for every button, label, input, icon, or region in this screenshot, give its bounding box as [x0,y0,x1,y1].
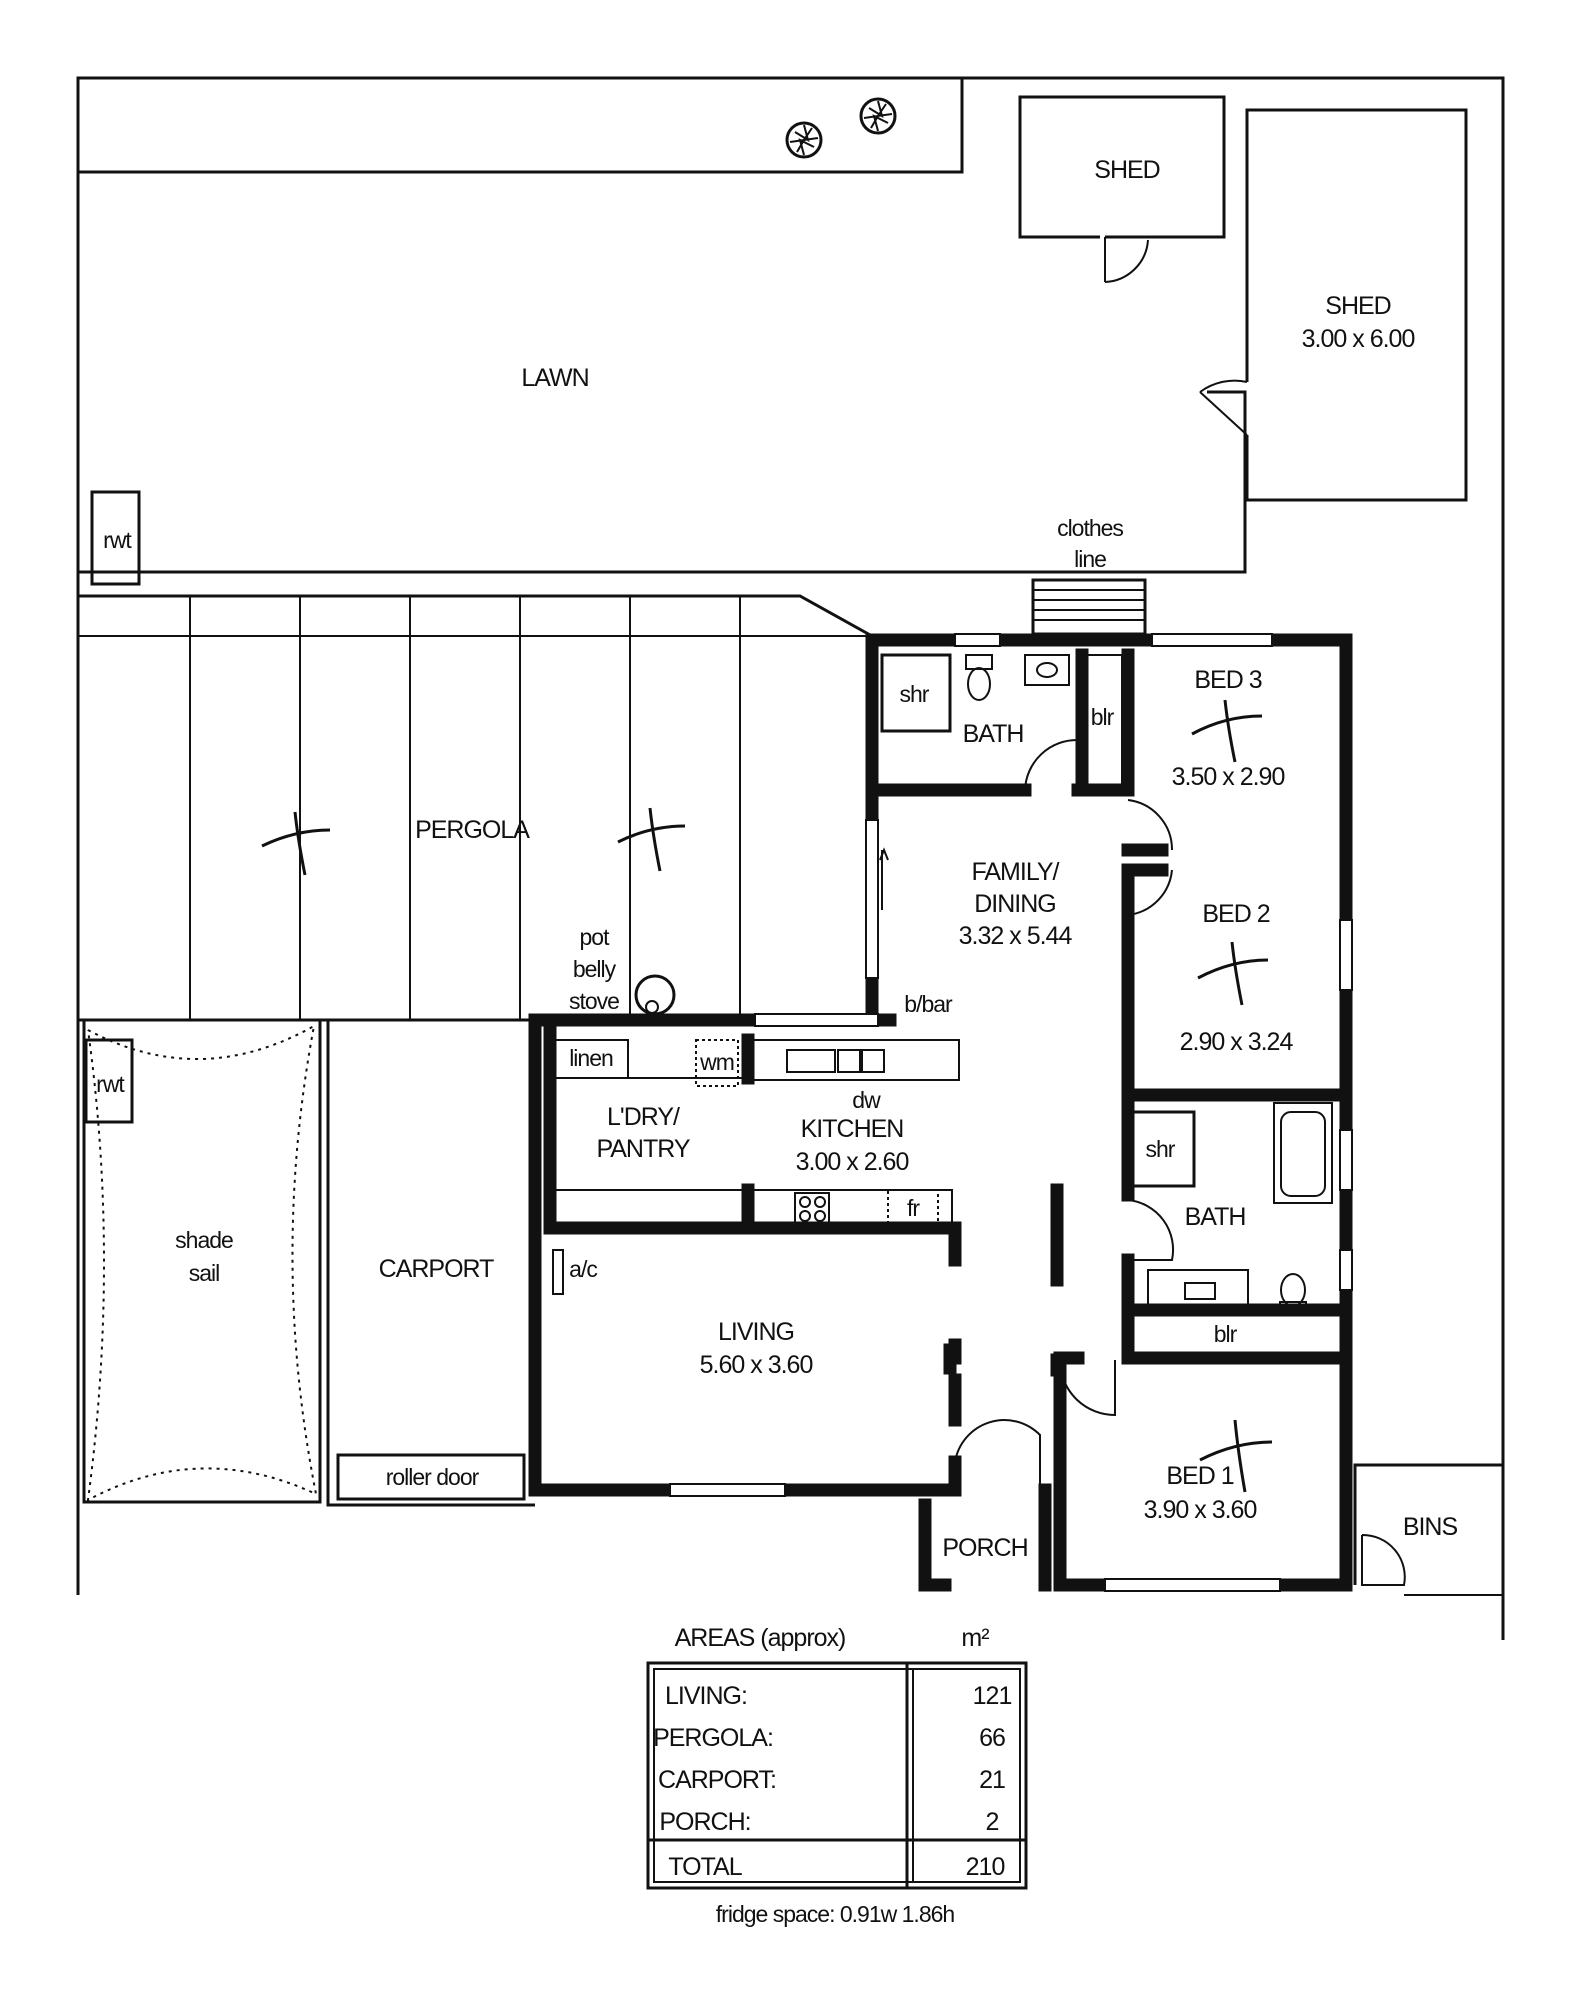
areas-table: AREAS (approx) m² LIVING: 121 PERGOLA: 6… [646,1624,1028,1927]
garden-bed [78,78,964,174]
bed1-label: BED 1 [1166,1462,1233,1490]
ceiling-fan-icon [617,807,686,872]
bath-top-label: BATH [963,720,1024,748]
areas-heading: AREAS (approx) [675,1624,846,1652]
pergola: PERGOLA pot belly stove [78,594,873,1022]
area-row-label: LIVING: [665,1682,747,1710]
rwt-label: rwt [103,527,132,553]
shed-large-dim: 3.00 x 6.00 [1302,325,1415,353]
shr-mid-label: shr [1146,1136,1176,1162]
site-boundary [76,76,1505,1640]
bins-label: BINS [1403,1513,1458,1541]
windows [669,633,1353,1592]
roller-door-label: roller door [386,1464,480,1490]
toilet-icon [965,654,993,701]
shrub-icon [785,121,823,159]
doors [954,799,1406,1586]
ceiling-fan-icon [261,811,331,876]
laundry-label-1: L'DRY/ [607,1103,680,1131]
shed-small-label: SHED [1094,156,1159,184]
bbar-label: b/bar [904,991,953,1017]
family-dim: 3.32 x 5.44 [959,922,1073,950]
bed2-dim: 2.90 x 3.24 [1180,1028,1294,1056]
laundry-label-2: PANTRY [596,1135,690,1163]
family-dining: FAMILY/ DINING 3.32 x 5.44 [959,858,1074,950]
kitchen-label: KITCHEN [801,1115,904,1143]
lawn-label: LAWN [521,364,588,392]
ac-label: a/c [569,1256,597,1282]
bath-mid-label: BATH [1185,1203,1246,1231]
clothes-line: clothes line [1031,515,1147,636]
pot-belly-label-3: stove [569,988,619,1014]
total-label: TOTAL [668,1853,742,1881]
living-label: LIVING [718,1318,794,1346]
shr-top-label: shr [900,681,930,707]
lawn: LAWN [78,364,1247,574]
clothes-label-2: line [1074,546,1106,572]
bed-2: BED 2 2.90 x 3.24 [1180,900,1295,1056]
area-row-label: PERGOLA: [653,1724,773,1752]
basin-icon [1024,654,1070,686]
living-room: a/c LIVING 5.60 x 3.60 [552,1249,957,1379]
pot-belly-label-2: belly [573,956,617,982]
bed3-label: BED 3 [1194,666,1261,694]
bed-1: BED 1 3.90 x 3.60 [1144,1419,1273,1524]
porch: PORCH [942,1534,1028,1562]
clothes-label-1: clothes [1057,515,1123,541]
kitchen-dim: 3.00 x 2.60 [796,1148,909,1176]
stove-icon [634,974,676,1016]
shed-large-label: SHED [1325,292,1390,320]
area-row-value: 121 [973,1682,1012,1710]
toilet-icon [1279,1273,1307,1311]
shade-label-1: shade [175,1227,233,1253]
bathroom-mid: shr BATH blr [1126,1102,1333,1347]
linen-label: linen [569,1045,613,1071]
family-label-2: DINING [974,890,1056,918]
pergola-label: PERGOLA [415,816,530,844]
bed2-label: BED 2 [1202,900,1269,928]
dw-label: dw [852,1087,881,1113]
shrub-icon [859,97,897,135]
blr-top-label: blr [1091,704,1115,730]
bed-3: BED 3 3.50 x 2.90 [1172,666,1286,791]
area-row-value: 2 [986,1808,999,1836]
shed-small: SHED [1018,95,1226,283]
fridge-note: fridge space: 0.91w 1.86h [716,1901,955,1927]
total-value: 210 [966,1853,1005,1881]
living-dim: 5.60 x 3.60 [700,1351,813,1379]
area-row-value: 66 [979,1724,1005,1752]
shed-large: SHED 3.00 x 6.00 [1199,108,1468,502]
bathroom-top: shr BATH blr [880,653,1123,791]
rwt-bottom-label: rwt [96,1071,125,1097]
rainwater-tank: rwt [90,490,141,586]
ceiling-fan-icon [1199,1419,1273,1493]
fr-label: fr [907,1195,920,1221]
bins: BINS [1353,1463,1503,1596]
cooktop-icon [794,1192,830,1226]
kitchen-area: b/bar linen wm dw L'DRY/ PANTRY KITCHEN … [543,991,960,1235]
porch-label: PORCH [942,1534,1027,1562]
carport-label: CARPORT [379,1255,495,1283]
ceiling-fan-icon [1197,941,1269,1006]
shade-sail: rwt shade sail [82,1018,322,1504]
area-row-label: PORCH: [659,1808,750,1836]
shade-label-2: sail [189,1260,220,1286]
bed3-dim: 3.50 x 2.90 [1172,763,1285,791]
blr-mid-label: blr [1214,1321,1238,1347]
ceiling-fan-icon [1191,699,1263,763]
family-label-1: FAMILY/ [971,858,1059,886]
bed1-dim: 3.90 x 3.60 [1144,1496,1257,1524]
wm-label: wm [699,1049,734,1075]
pot-belly-label-1: pot [580,924,611,950]
area-row-label: CARPORT: [658,1766,776,1794]
area-row-value: 21 [979,1766,1005,1794]
carport: CARPORT roller door [326,1020,535,1507]
areas-unit: m² [961,1624,989,1652]
